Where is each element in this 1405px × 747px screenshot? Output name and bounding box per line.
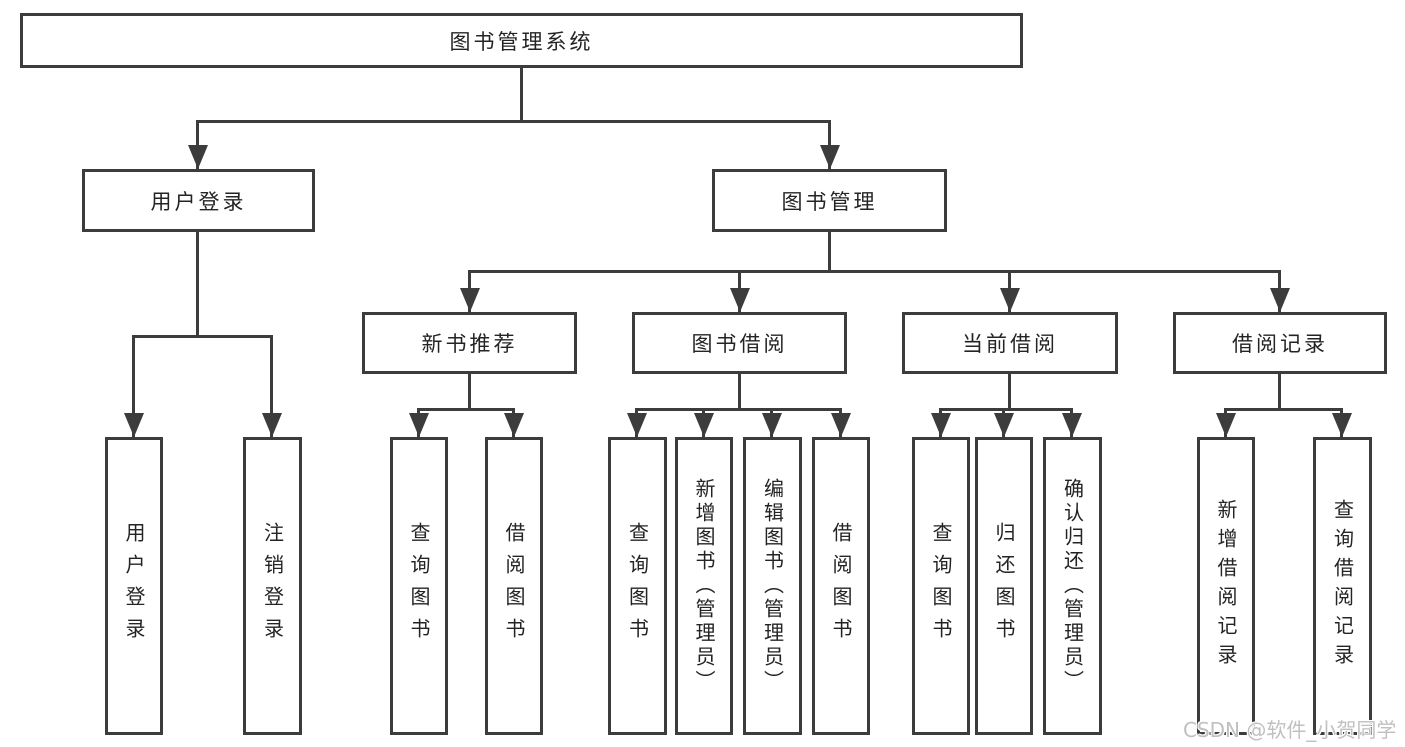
node-book-borrowing-label: 图书借阅: [691, 332, 788, 356]
leaf-return-books-label: 归还图书: [992, 522, 1016, 650]
node-book-management-label: 图书管理: [781, 189, 878, 214]
leaf-current-query-books-label: 查询图书: [929, 522, 953, 650]
arrow-down-icon: [702, 408, 705, 437]
node-library-system: 图书管理系统: [20, 13, 1023, 68]
arrow-down-icon: [635, 408, 638, 437]
leaf-edit-books-admin: 编辑图书（管理员）: [743, 437, 802, 735]
leaf-logout: 注销登录: [243, 437, 302, 735]
arrow-down-icon: [738, 270, 741, 312]
csdn-watermark: CSDN @软件_小贺同学: [1183, 718, 1397, 742]
node-borrow-records-label: 借阅记录: [1232, 332, 1328, 356]
leaf-borrowing-query-books-label: 查询图书: [625, 522, 650, 650]
connector-line: [196, 232, 199, 338]
arrow-down-icon: [1008, 270, 1011, 312]
connector-line: [738, 374, 741, 411]
leaf-add-books-admin: 新增图书（管理员）: [675, 437, 733, 735]
connector-line: [635, 408, 842, 411]
node-new-book-recommend: 新书推荐: [362, 312, 577, 374]
connector-line: [468, 374, 471, 411]
node-library-system-label: 图书管理系统: [449, 29, 594, 54]
leaf-logout-label: 注销登录: [260, 522, 285, 650]
leaf-confirm-return-admin: 确认归还（管理员）: [1043, 437, 1102, 735]
connector-line: [520, 68, 523, 122]
arrow-down-icon: [417, 408, 420, 437]
connector-line: [828, 232, 831, 273]
arrow-down-icon: [828, 120, 831, 169]
leaf-query-borrow-record-label: 查询借阅记录: [1330, 499, 1355, 673]
leaf-borrowing-borrow-books-label: 借阅图书: [829, 522, 853, 650]
node-current-borrowing: 当前借阅: [902, 312, 1118, 374]
leaf-add-borrow-record: 新增借阅记录: [1197, 437, 1255, 735]
leaf-borrowing-borrow-books: 借阅图书: [812, 437, 870, 735]
arrow-down-icon: [1340, 408, 1343, 437]
arrow-down-icon: [132, 335, 135, 437]
arrow-down-icon: [1278, 270, 1281, 312]
leaf-confirm-return-admin-label: 确认归还（管理员）: [1060, 478, 1085, 694]
leaf-newbook-borrow-books: 借阅图书: [485, 437, 543, 735]
arrow-down-icon: [839, 408, 842, 437]
leaf-edit-books-admin-label: 编辑图书（管理员）: [760, 478, 785, 694]
leaf-newbook-borrow-books-label: 借阅图书: [502, 522, 526, 650]
arrow-down-icon: [512, 408, 515, 437]
leaf-add-borrow-record-label: 新增借阅记录: [1214, 499, 1238, 673]
node-current-borrowing-label: 当前借阅: [962, 332, 1058, 356]
arrow-down-icon: [468, 270, 471, 312]
arrow-down-icon: [1002, 408, 1005, 437]
node-book-management: 图书管理: [712, 169, 947, 232]
connector-line: [1008, 374, 1011, 411]
connector-line: [939, 408, 1073, 411]
connector-line: [197, 120, 831, 123]
connector-line: [1224, 408, 1343, 411]
node-user-login-label: 用户登录: [150, 189, 247, 214]
leaf-add-books-admin-label: 新增图书（管理员）: [692, 478, 716, 694]
node-new-book-recommend-label: 新书推荐: [421, 332, 518, 356]
arrow-down-icon: [939, 408, 942, 437]
node-user-login: 用户登录: [82, 169, 315, 232]
leaf-newbook-query-books: 查询图书: [390, 437, 448, 735]
arrow-down-icon: [270, 335, 273, 437]
leaf-borrowing-query-books: 查询图书: [608, 437, 667, 735]
node-book-borrowing: 图书借阅: [632, 312, 847, 374]
connector-line: [468, 270, 1281, 273]
node-borrow-records: 借阅记录: [1173, 312, 1387, 374]
connector-line: [132, 335, 273, 338]
leaf-user-login-label: 用户登录: [122, 522, 146, 650]
leaf-newbook-query-books-label: 查询图书: [407, 522, 431, 650]
arrow-down-icon: [196, 120, 199, 169]
leaf-user-login: 用户登录: [105, 437, 163, 735]
arrow-down-icon: [1070, 408, 1073, 437]
connector-line: [417, 408, 515, 411]
leaf-query-borrow-record: 查询借阅记录: [1313, 437, 1372, 735]
connector-line: [1278, 374, 1281, 411]
leaf-return-books: 归还图书: [975, 437, 1033, 735]
arrow-down-icon: [770, 408, 773, 437]
arrow-down-icon: [1224, 408, 1227, 437]
leaf-current-query-books: 查询图书: [912, 437, 970, 735]
